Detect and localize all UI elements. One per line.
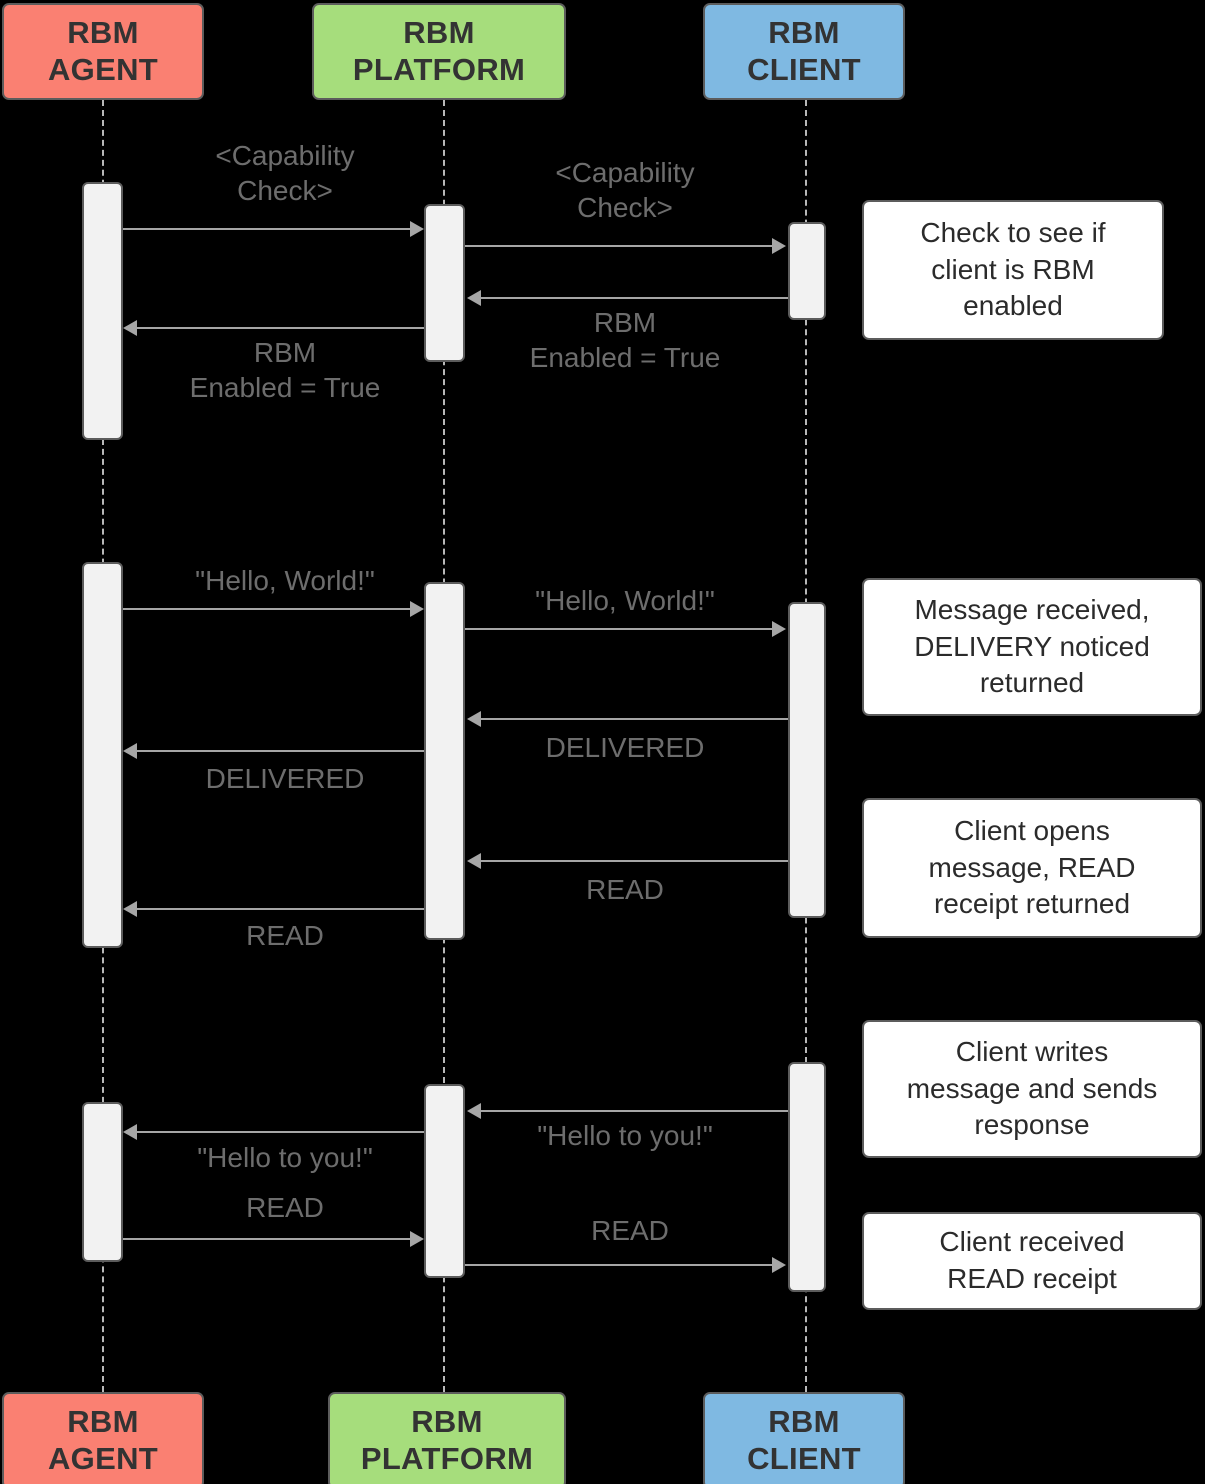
message-arrow-m14 (772, 1257, 786, 1273)
message-label-m6: "Hello, World!" (535, 585, 715, 616)
message-line-m2 (465, 245, 776, 247)
activation-agent-2 (82, 562, 123, 948)
message-line-m4 (137, 327, 424, 329)
message-arrow-m6 (772, 621, 786, 637)
message-arrow-m8 (123, 743, 137, 759)
actor-header-agent-line1: RBM (67, 14, 139, 50)
message-arrow-m3 (467, 290, 481, 306)
activation-platform-1 (424, 204, 465, 362)
message-line-m1 (123, 228, 414, 230)
actor-footer-platform[interactable]: RBM PLATFORM (328, 1392, 566, 1484)
actor-header-client[interactable]: RBM CLIENT (703, 3, 905, 100)
activation-platform-3 (424, 1084, 465, 1278)
message-line-m6 (465, 628, 776, 630)
actor-footer-client-line1: RBM (768, 1403, 840, 1439)
note-client-received-read: Client received READ receipt (862, 1212, 1202, 1310)
message-label-m11: "Hello to you!" (537, 1120, 713, 1151)
note-client-capability: Check to see if client is RBM enabled (862, 200, 1164, 340)
actor-footer-agent-line1: RBM (67, 1403, 139, 1439)
actor-header-client-line1: RBM (768, 14, 840, 50)
message-arrow-m1 (410, 221, 424, 237)
note-message-received: Message received, DELIVERY noticed retur… (862, 578, 1202, 716)
note-client-writes-message: Client writes message and sends response (862, 1020, 1202, 1158)
message-line-m11 (481, 1110, 788, 1112)
message-label-m2: <Capability Check> (555, 157, 695, 223)
message-arrow-m12 (123, 1124, 137, 1140)
actor-footer-platform-line1: RBM (411, 1403, 483, 1439)
actor-header-platform-line1: RBM (403, 14, 475, 50)
message-line-m8 (137, 750, 424, 752)
message-line-m12 (137, 1131, 424, 1133)
message-label-m12: "Hello to you!" (197, 1142, 373, 1173)
actor-header-client-line2: CLIENT (747, 51, 861, 87)
actor-footer-platform-line2: PLATFORM (360, 1440, 534, 1476)
message-arrow-m5 (410, 601, 424, 617)
actor-header-agent-line2: AGENT (48, 51, 158, 87)
activation-platform-2 (424, 582, 465, 940)
message-label-m8: DELIVERED (205, 763, 365, 794)
message-arrow-m2 (772, 238, 786, 254)
message-arrow-m13 (410, 1231, 424, 1247)
actor-header-platform[interactable]: RBM PLATFORM (312, 3, 566, 100)
message-label-m13: READ (246, 1192, 324, 1223)
activation-client-2 (788, 602, 826, 918)
message-arrow-m4 (123, 320, 137, 336)
actor-header-platform-line2: PLATFORM (352, 51, 526, 87)
activation-agent-3 (82, 1102, 123, 1262)
message-line-m3 (481, 297, 788, 299)
message-line-m13 (123, 1238, 414, 1240)
message-arrow-m11 (467, 1103, 481, 1119)
activation-client-3 (788, 1062, 826, 1292)
note-client-opens-message: Client opens message, READ receipt retur… (862, 798, 1202, 938)
actor-footer-agent-line2: AGENT (48, 1440, 158, 1476)
message-arrow-m7 (467, 711, 481, 727)
activation-agent-1 (82, 182, 123, 440)
activation-client-1 (788, 222, 826, 320)
message-label-m7: DELIVERED (545, 732, 705, 763)
message-label-m10: READ (246, 920, 324, 951)
message-label-m5: "Hello, World!" (195, 565, 375, 596)
message-line-m5 (123, 608, 414, 610)
message-line-m10 (137, 908, 424, 910)
message-line-m9 (481, 860, 788, 862)
message-label-m3: RBM Enabled = True (529, 307, 721, 373)
actor-footer-agent[interactable]: RBM AGENT (2, 1392, 204, 1484)
message-line-m7 (481, 718, 788, 720)
message-arrow-m9 (467, 853, 481, 869)
message-label-m14: READ (591, 1215, 669, 1246)
message-line-m14 (465, 1264, 776, 1266)
actor-footer-client-line2: CLIENT (747, 1440, 861, 1476)
message-label-m4: RBM Enabled = True (189, 337, 381, 403)
actor-footer-client[interactable]: RBM CLIENT (703, 1392, 905, 1484)
message-label-m9: READ (586, 874, 664, 905)
actor-header-agent[interactable]: RBM AGENT (2, 3, 204, 100)
message-label-m1: <Capability Check> (215, 140, 355, 206)
message-arrow-m10 (123, 901, 137, 917)
